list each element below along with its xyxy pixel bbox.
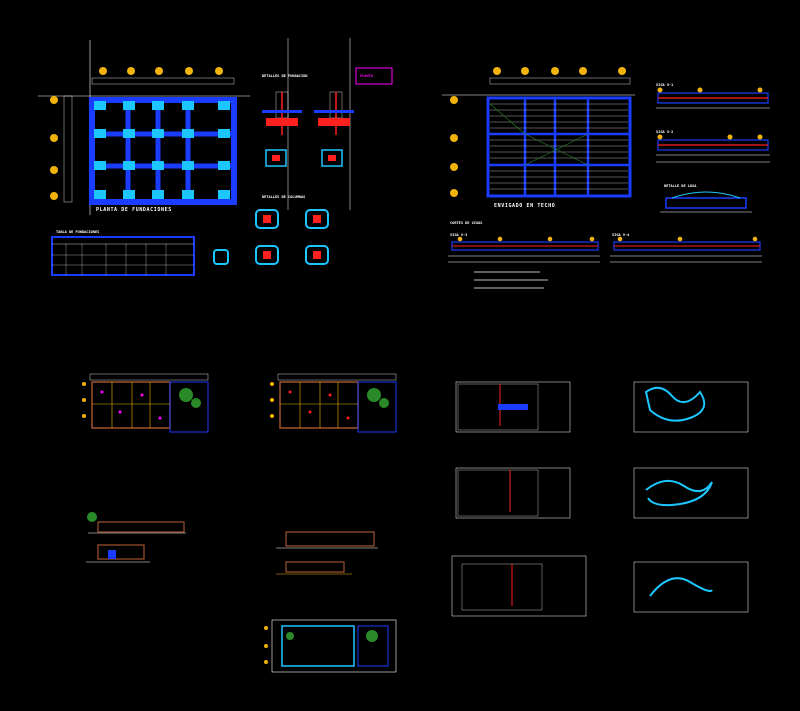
beam-label: VIGA V-3 [450,233,467,237]
tree-icon [191,398,201,408]
roof-axis-bubbles [450,67,626,197]
floor-plan-2 [270,373,397,433]
elevation-1 [86,512,186,563]
beam-elevations: VIGA V-1 VIGA V-2 DETALLE DE LOSA [656,83,770,213]
beam-label: VIGA V-1 [656,83,673,87]
foundation-grid-beams [92,100,234,202]
dimension-strip [63,95,73,203]
roof-plan-title: ENVIGADO EN TECHO [494,203,555,209]
tree-icon [379,398,389,408]
foundation-details: DETALLES DE FUNDACION PLANTA [262,38,393,210]
beam-label: VIGA V-4 [612,233,629,237]
floor-plan-1 [82,373,209,433]
column-details: DETALLES DE COLUMNAS [213,195,329,265]
column-details-title: DETALLES DE COLUMNAS [262,195,305,199]
notes-block [474,271,548,289]
foundation-perimeter [89,97,237,205]
dimension-strip [91,77,235,85]
foundation-details-title: DETALLES DE FUNDACION [262,74,307,78]
tree-icon [367,388,381,402]
beam-long-elevations: CORTES DE VIGAS VIGA V-3 VIGA V-4 [448,221,762,289]
foundation-plan: PLANTA DE FUNDACIONES [38,40,250,215]
foundation-table: TABLA DE FUNDACIONES [51,230,195,276]
axis-bubble-icon [127,67,135,75]
axis-bubble-icon [50,96,58,104]
footing-section-1 [262,91,302,167]
roof-detail-title: DETALLE DE LOSA [664,184,697,188]
axis-bubble-icon [50,192,58,200]
site-plan [264,619,397,673]
drainage-plan [451,555,587,617]
elevation-2 [276,531,378,575]
axis-bubble-icon [215,67,223,75]
axis-bubble-icon [185,67,193,75]
axis-bubble-icon [450,163,458,171]
tree-icon [286,632,294,640]
axis-bubble-icon [50,166,58,174]
axis-bubble-icon [99,67,107,75]
electrical-plan-2 [633,467,749,519]
title-stamp-text: PLANTA [360,74,374,78]
axis-bubble-icon [155,67,163,75]
beam-details-title: CORTES DE VIGAS [450,221,482,225]
foundation-plan-title: PLANTA DE FUNDACIONES [96,207,172,213]
lighting-plan [633,561,749,613]
plumbing-plan-2 [455,467,571,519]
axis-bubbles-top [99,67,223,75]
axis-bubble-icon [521,67,529,75]
foundation-table-title: TABLA DE FUNDACIONES [56,230,99,234]
axis-bubble-icon [450,189,458,197]
beam-label: VIGA V-2 [656,130,673,134]
installation-plans [451,381,749,617]
title-stamp [355,67,393,85]
axis-bubble-icon [450,96,458,104]
electrical-plan-1 [633,381,749,433]
foundation-footings [94,101,230,199]
axis-bubble-icon [579,67,587,75]
axis-bubble-icon [493,67,501,75]
tree-icon [87,512,97,522]
axis-bubble-icon [618,67,626,75]
roof-plan: ENVIGADO EN TECHO [442,67,635,209]
tree-icon [179,388,193,402]
axis-bubble-icon [450,134,458,142]
axis-bubbles-left [50,96,58,200]
roof-joists [490,103,628,190]
axis-bubble-icon [551,67,559,75]
footing-section-2 [314,91,354,167]
plumbing-plan-1 [455,381,571,433]
tree-icon [366,630,378,642]
axis-bubble-icon [50,134,58,142]
